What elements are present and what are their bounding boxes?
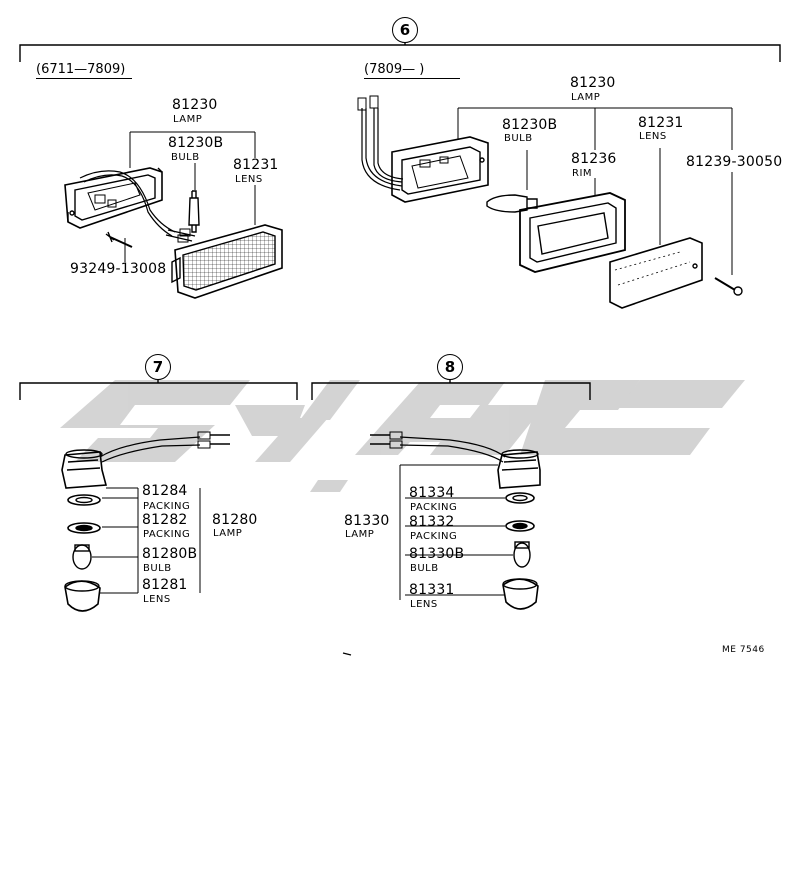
section-7-number: 7 (145, 354, 171, 380)
part-name: BULB (171, 152, 200, 163)
screw-b (714, 277, 743, 296)
part-number: 93249-13008 (70, 261, 167, 277)
bulb-7 (72, 544, 92, 570)
wire-a (79, 170, 176, 233)
range-b: (7809— ) (364, 62, 460, 79)
section-8-number: 8 (437, 354, 463, 380)
part-name: LAMP (173, 114, 203, 125)
part-number: 81330B (409, 546, 465, 562)
part-number: 81334 (409, 485, 455, 501)
part-name: PACKING (410, 502, 458, 513)
screw-a (105, 231, 133, 248)
part-name: PACKING (143, 529, 191, 540)
assembly-name: LAMP (213, 528, 243, 539)
lamp-housing-a (64, 167, 163, 229)
lens-7 (64, 580, 101, 612)
assembly-number: 81330 (344, 513, 390, 529)
part-number: 81230B (502, 117, 558, 133)
range-a: (6711—7809) (36, 62, 132, 79)
part-name: LENS (235, 174, 263, 185)
lens-8 (502, 578, 539, 610)
wire-7 (99, 436, 201, 463)
part-number: 81331 (409, 582, 455, 598)
part-name: LENS (410, 599, 438, 610)
bulb-b (486, 194, 538, 213)
part-number: 81231 (233, 157, 279, 173)
lamp-housing-b (391, 136, 489, 203)
leaders-b (457, 107, 733, 275)
bulb-a (188, 190, 200, 233)
assembly-number: 81280 (212, 512, 258, 528)
part-name: LENS (143, 594, 171, 605)
part-name: RIM (572, 168, 593, 179)
part-name: PACKING (410, 531, 458, 542)
part-number: 81239-30050 (686, 154, 783, 170)
leaders-8 (399, 464, 513, 600)
part-number: 81231 (638, 115, 684, 131)
part-name: BULB (410, 563, 439, 574)
section-6-bracket (19, 44, 781, 62)
part-name: LENS (639, 131, 667, 142)
socket-8 (497, 449, 541, 489)
section-8-bracket (311, 382, 591, 400)
part-number: 81230 (570, 75, 616, 91)
packing-8b (505, 520, 535, 532)
section-6-number: 6 (392, 17, 418, 43)
assembly-name: LAMP (345, 529, 375, 540)
leaders-a (124, 131, 256, 262)
part-number: 81282 (142, 512, 188, 528)
part-number: 81284 (142, 483, 188, 499)
wire-8 (399, 436, 506, 463)
socket-7 (61, 449, 108, 489)
part-number: 81230 (172, 97, 218, 113)
part-name: PACKING (143, 501, 191, 512)
part-name: BULB (504, 133, 533, 144)
leaders-7 (92, 487, 201, 594)
lens-a (171, 224, 283, 299)
wire-b (361, 108, 401, 191)
part-number: 81230B (168, 135, 224, 151)
packing-8a (505, 492, 535, 504)
part-number: 81236 (571, 151, 617, 167)
part-number: 81281 (142, 577, 188, 593)
part-number: 81332 (409, 514, 455, 530)
rim-b (519, 192, 626, 273)
part-number: 81280B (142, 546, 198, 562)
drawing-code: ME 7546 (722, 645, 765, 655)
lens-b (609, 237, 703, 309)
packing-7b (67, 522, 101, 534)
part-name: LAMP (571, 92, 601, 103)
packing-7a (67, 494, 101, 506)
part-name: BULB (143, 563, 172, 574)
bulb-8 (513, 541, 531, 568)
